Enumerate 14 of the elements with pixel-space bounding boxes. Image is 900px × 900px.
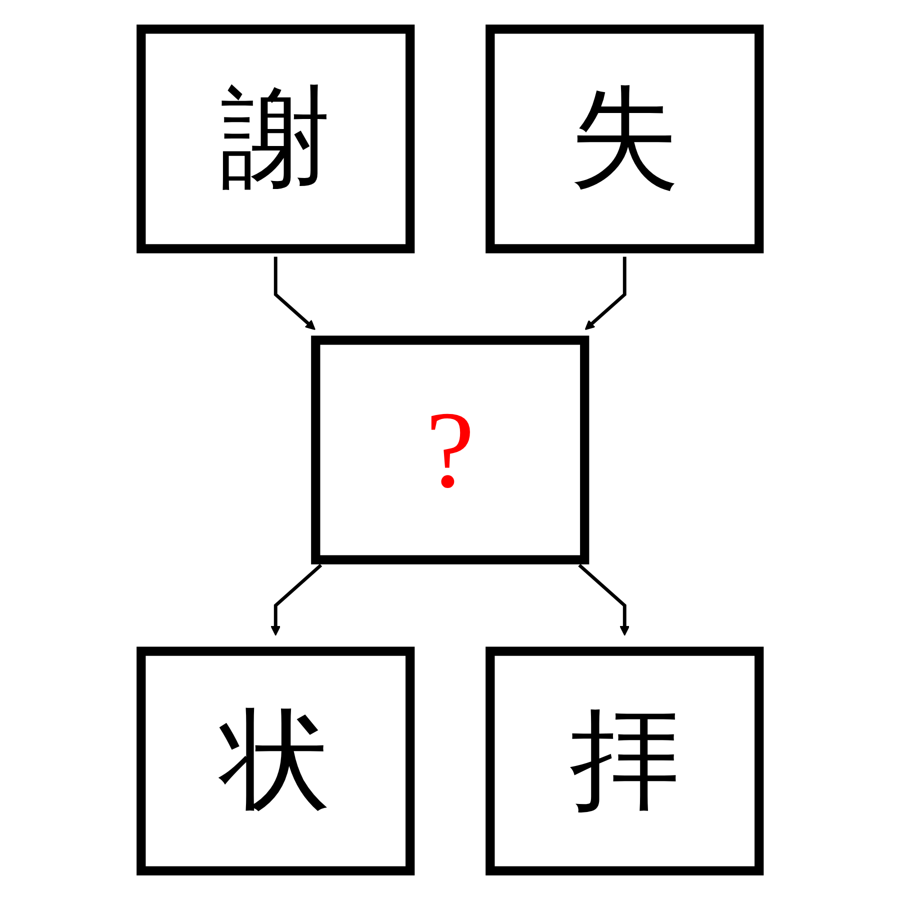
character-box	[136, 646, 415, 876]
character-box	[485, 646, 764, 876]
arrow	[584, 256, 626, 330]
character-box	[310, 336, 590, 564]
arrow	[270, 564, 322, 636]
character-box	[485, 24, 764, 254]
character: 謝	[220, 76, 332, 202]
character: 拝	[568, 698, 680, 824]
arrow	[274, 256, 316, 330]
arrow	[578, 564, 630, 636]
character: 状	[218, 698, 332, 824]
character: ?	[424, 387, 476, 513]
character-box	[136, 24, 415, 254]
character: 失	[568, 76, 680, 202]
